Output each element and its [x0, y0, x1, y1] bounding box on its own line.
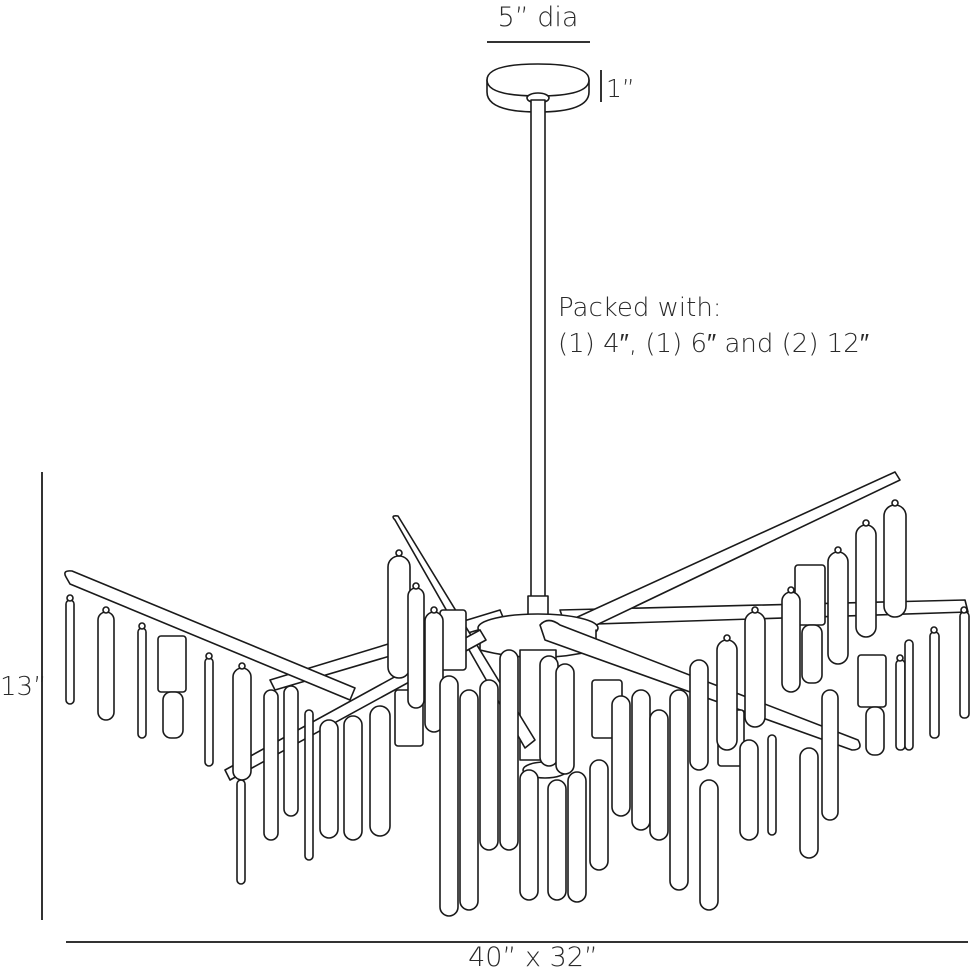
downrod-note-title: Packed with:: [558, 293, 722, 323]
height-label: 13”: [0, 672, 47, 702]
canopy-height-label: 1”: [606, 74, 635, 103]
downrod: [527, 99, 549, 617]
glass-rods: [65, 599, 970, 885]
canopy: [486, 63, 590, 113]
canopy-diameter-dimension-line: [487, 41, 590, 43]
pendant-hooks: [66, 499, 968, 670]
glass-drops: [97, 504, 907, 917]
canopy-height-dimension-tick: [600, 70, 602, 102]
width-dimension-line: [66, 941, 968, 943]
downrod-note-detail: (1) 4″, (1) 6″ and (2) 12″: [558, 329, 870, 359]
height-dimension-line: [41, 472, 43, 920]
canopy-diameter-label: 5” dia: [497, 2, 579, 33]
arm-left: [64, 570, 356, 701]
downrod-note: Packed with: (1) 4″, (1) 6″ and (2) 12″: [558, 290, 869, 362]
width-depth-label: 40” x 32”: [468, 942, 598, 973]
